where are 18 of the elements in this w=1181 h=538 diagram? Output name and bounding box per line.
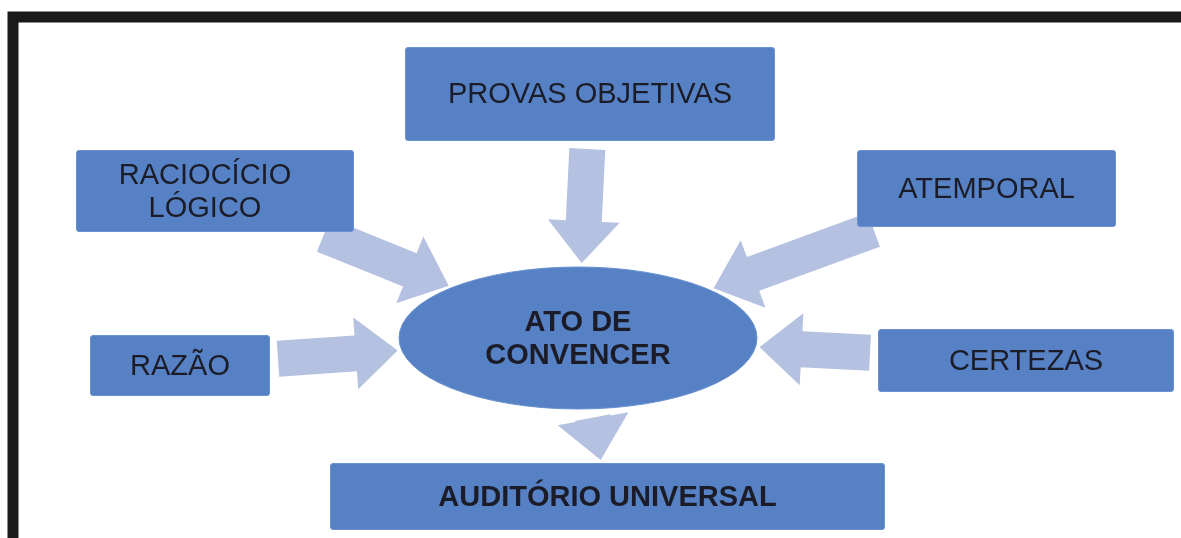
process-box bbox=[405, 47, 775, 141]
node-label: PROVAS OBJETIVAS bbox=[447, 77, 733, 111]
process-box bbox=[857, 150, 1116, 227]
node-label: RAZÃO bbox=[130, 348, 230, 383]
block-arrow bbox=[759, 313, 871, 386]
node-label: RACIOCÍCIO LÓGICO bbox=[117, 157, 293, 225]
ellipse-node bbox=[398, 266, 758, 410]
process-box bbox=[90, 335, 270, 396]
block-arrow bbox=[276, 317, 398, 390]
node-label: ATO DE CONVENCER bbox=[484, 304, 672, 372]
node-label: AUDITÓRIO UNIVERSAL bbox=[438, 479, 777, 514]
process-box bbox=[878, 329, 1174, 392]
block-arrow bbox=[547, 148, 620, 263]
block-arrow bbox=[557, 412, 629, 461]
node-label: ATEMPORAL bbox=[898, 171, 1075, 206]
node-label: CERTEZAS bbox=[948, 343, 1104, 378]
process-box bbox=[330, 463, 885, 530]
process-box bbox=[76, 150, 354, 232]
